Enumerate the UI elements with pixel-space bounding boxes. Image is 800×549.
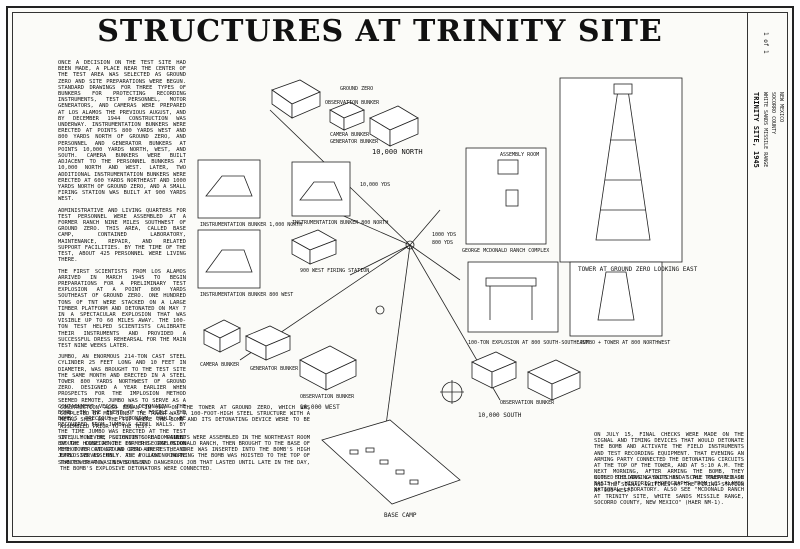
map-ray-d bbox=[409, 209, 441, 246]
title-block-sheet: 1 of 1 bbox=[762, 32, 769, 54]
caption-10000-south: 10,000 SOUTH bbox=[478, 412, 522, 419]
bottom-text-column: CONSTRUCTION ALSO BEGAN IN MAY ON THE TO… bbox=[60, 405, 310, 477]
label-generator-bunker-w: GENERATOR BUNKER bbox=[250, 366, 299, 372]
label-observation-bunker-s: OBSERVATION BUNKER bbox=[500, 400, 555, 406]
label-instr-1000n: INSTRUMENTATION BUNKER 1,000 NORTH bbox=[200, 222, 303, 228]
camera-bunker-north-sketch bbox=[329, 101, 365, 131]
label-jumbo-tower: JUMBO + TOWER AT 800 NORTHWEST bbox=[580, 340, 671, 346]
plutonium-paragraph: ON JULY 13 THE PLUTONIUM CORE COMPONENTS… bbox=[60, 434, 310, 472]
observation-bunker-north-sketch bbox=[271, 79, 321, 119]
map-ray-c bbox=[409, 244, 461, 281]
instr-bunker-800w-sketch bbox=[197, 229, 261, 289]
instr-bunker-1000n-sketch bbox=[197, 159, 261, 219]
label-firing-station: 900 WEST FIRING STATION bbox=[300, 268, 370, 274]
label-ton-explosion: 100-TON EXPLOSION AT 800 SOUTH-SOUTHEAST bbox=[468, 340, 589, 346]
ground-zero-marker bbox=[405, 240, 415, 250]
jumbo-paragraph: JUMBO, AN ENORMOUS 214-TON CAST STEEL CY… bbox=[58, 354, 186, 466]
admin-paragraph: ADMINISTRATIVE AND LIVING QUARTERS FOR T… bbox=[58, 207, 186, 264]
camera-bunker-west-sketch bbox=[203, 319, 241, 353]
observation-bunker-south-sketch bbox=[471, 351, 517, 389]
intro-paragraph: ONCE A DECISION ON THE TEST SITE HAD BEE… bbox=[58, 60, 186, 203]
july15-paragraph: ON JULY 15, FINAL CHECKS WERE MADE ON TH… bbox=[594, 432, 744, 494]
base-camp-sketch bbox=[321, 419, 461, 505]
tower-ground-zero-sketch bbox=[559, 77, 683, 263]
caption-10000-west: 10,000 WEST bbox=[300, 404, 340, 411]
map-ray-b bbox=[349, 244, 411, 276]
title-block-state: NEW MEXICO bbox=[778, 92, 784, 123]
title-block: TRINITY SITE, 1945 WHITE SANDS MISSILE R… bbox=[747, 12, 788, 537]
label-observation-bunker-n: OBSERVATION BUNKER bbox=[325, 100, 380, 106]
title-block-county: SOCORRO COUNTY bbox=[770, 92, 776, 135]
caption-tower: TOWER AT GROUND ZERO LOOKING EAST bbox=[578, 266, 698, 273]
jumbo-tower-sketch bbox=[569, 261, 663, 337]
generator-bunker-north-sketch bbox=[369, 105, 419, 147]
ton-explosion-platform-sketch bbox=[467, 261, 559, 333]
label-camera-bunker-n: CAMERA BUNKER bbox=[330, 132, 370, 138]
scientists-paragraph: THE FIRST SCIENTISTS FROM LOS ALAMOS ARR… bbox=[58, 268, 186, 349]
firing-station-sketch bbox=[291, 229, 337, 265]
label-1000-yds: 1000 YDS bbox=[432, 232, 457, 238]
generator-bunker-west-sketch bbox=[245, 325, 291, 361]
left-text-column: ONCE A DECISION ON THE TEST SITE HAD BEE… bbox=[58, 60, 186, 471]
mcdonald-ranch-plan bbox=[465, 147, 547, 245]
note-paragraph: NOTE: BUILDING LAYOUTS AND SCALE PREPARE… bbox=[594, 475, 744, 506]
construction-paragraph: CONSTRUCTION ALSO BEGAN IN MAY ON THE TO… bbox=[60, 405, 310, 430]
caption-base-camp: BASE CAMP bbox=[384, 512, 417, 519]
label-assembly-room: ASSEMBLY ROOM bbox=[500, 152, 540, 158]
label-mcdonald-ranch: GEORGE MCDONALD RANCH COMPLEX bbox=[462, 248, 550, 254]
caption-10000-north: 10,000 NORTH bbox=[372, 148, 423, 156]
sheet-inner-border bbox=[12, 12, 788, 537]
observation-bunker-west-sketch bbox=[299, 345, 357, 391]
label-ground-zero: GROUND ZERO bbox=[340, 86, 374, 92]
label-camera-bunker-w: CAMERA BUNKER bbox=[200, 362, 240, 368]
label-generator-bunker-n: GENERATOR BUNKER bbox=[330, 139, 379, 145]
label-800-yds: 800 YDS bbox=[432, 240, 454, 246]
title-block-location: WHITE SANDS MISSILE RANGE bbox=[762, 92, 768, 168]
label-instr-800w: INSTRUMENTATION BUNKER 800 WEST bbox=[200, 292, 294, 298]
generator-bunker-south-sketch bbox=[527, 359, 581, 401]
label-observation-bunker-w: OBSERVATION BUNKER bbox=[300, 394, 355, 400]
label-instr-800n: INSTRUMENTATION BUNKER 800 NORTH bbox=[292, 220, 389, 226]
map-node-sw bbox=[375, 305, 385, 315]
instr-bunker-800n-sketch bbox=[291, 161, 351, 217]
title-block-project: TRINITY SITE, 1945 bbox=[752, 92, 760, 168]
label-10000-yds: 10,000 YDS bbox=[360, 182, 391, 188]
page-title: STRUCTURES AT TRINITY SITE bbox=[97, 14, 663, 49]
